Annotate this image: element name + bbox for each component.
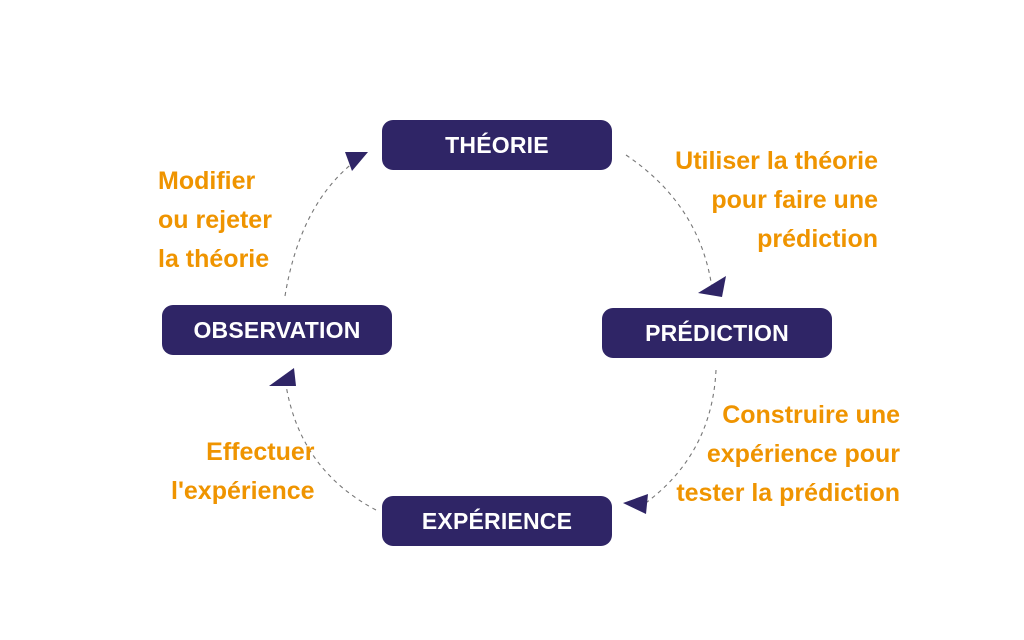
step-label-line: Effectuer — [206, 438, 315, 466]
node-theorie: THÉORIE — [382, 120, 612, 170]
step-label-line: l'expérience — [171, 477, 315, 505]
step-label-predict: Utiliser la théorie pour faire une prédi… — [675, 142, 878, 259]
step-label-modify-theory: Modifier ou rejeter la théorie — [158, 162, 272, 279]
step-label-line: prédiction — [757, 225, 878, 253]
step-label-build-experiment: Construire une expérience pour tester la… — [676, 396, 900, 513]
connector-theorie-to-prediction — [625, 154, 713, 289]
step-label-line: ou rejeter — [158, 206, 272, 234]
arrowhead-to-experience — [623, 494, 648, 514]
node-observation: OBSERVATION — [162, 305, 392, 355]
step-label-line: pour faire une — [711, 186, 878, 214]
arrowhead-to-prediction — [698, 276, 726, 297]
step-label-line: Construire une — [722, 401, 900, 429]
node-experience-label: EXPÉRIENCE — [421, 507, 573, 534]
step-label-line: Utiliser la théorie — [675, 147, 878, 175]
step-label-line: la théorie — [158, 245, 270, 273]
step-label-line: expérience pour — [706, 440, 900, 468]
connector-experience-to-observation — [285, 384, 377, 511]
node-prediction: PRÉDICTION — [602, 308, 832, 358]
node-prediction-label: PRÉDICTION — [645, 319, 789, 346]
connector-prediction-to-experience — [642, 369, 717, 506]
step-label-perform-experiment: Effectuer l'expérience — [171, 433, 315, 511]
node-experience: EXPÉRIENCE — [382, 496, 612, 546]
step-label-line: Modifier — [158, 167, 256, 195]
arrowhead-to-observation — [269, 368, 296, 386]
node-observation-label: OBSERVATION — [193, 316, 361, 343]
node-theorie-label: THÉORIE — [445, 131, 549, 158]
step-label-line: tester la prédiction — [676, 479, 900, 507]
arrowhead-to-theorie — [345, 152, 368, 171]
connector-observation-to-theorie — [284, 161, 355, 297]
